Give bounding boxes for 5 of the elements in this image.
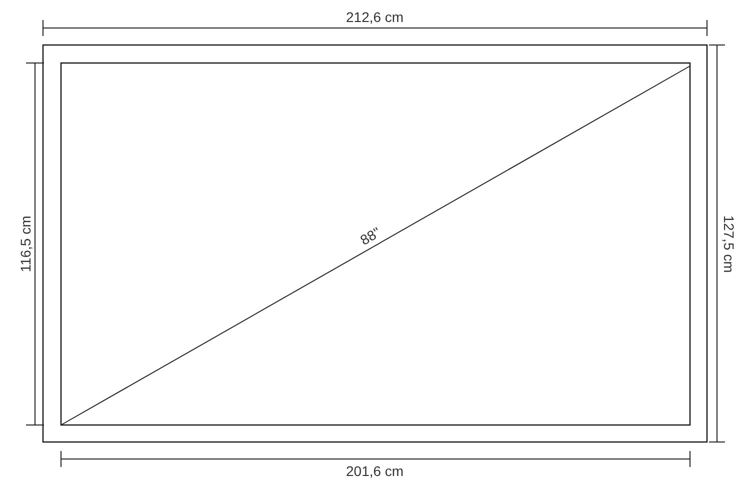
dimension-label: 116,5 cm (16, 216, 33, 272)
dimension-label: 201,6 cm (346, 463, 404, 479)
dimension-label: 212,6 cm (346, 9, 404, 25)
dimension-label: 127,5 cm (720, 215, 737, 273)
dimension-label: 88" (356, 224, 383, 248)
